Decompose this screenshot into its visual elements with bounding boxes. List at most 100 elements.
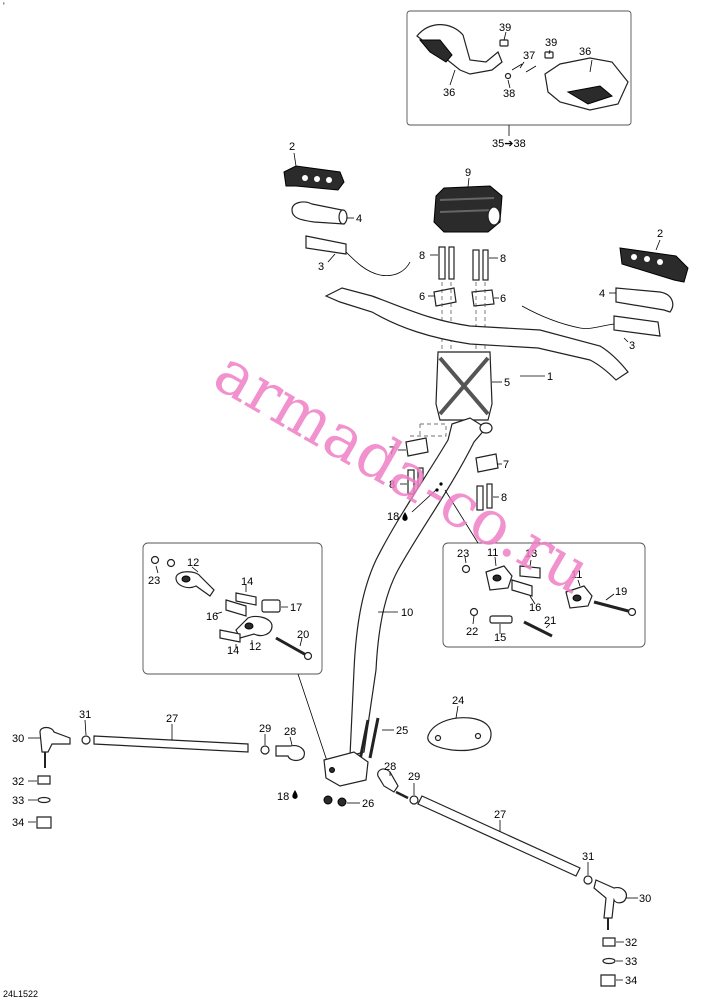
column-top-bushing: [479, 422, 493, 434]
leader-3a: [327, 253, 336, 263]
bushing-14-upper: [235, 592, 257, 606]
label-38: 38: [503, 88, 515, 100]
handlebar-pad-highlight: [439, 197, 495, 213]
label-33a: 33: [12, 795, 24, 807]
nut-23-left: [150, 555, 160, 565]
label-27b: 27: [494, 809, 506, 821]
steering-cover-24: [427, 717, 492, 752]
label-12a: 12: [187, 557, 199, 569]
label-2b: 2: [657, 228, 663, 240]
leader-2a: [293, 152, 297, 167]
cover-hole-1: [434, 734, 442, 742]
right-detail-leaders: [464, 556, 615, 634]
tie-rod-end-30-right: [593, 879, 627, 919]
cover-hole-2: [474, 732, 482, 740]
leader-24: [455, 705, 459, 719]
corner-mark: ': [3, 1, 5, 11]
handlebar: [324, 287, 629, 381]
label-17: 17: [290, 602, 302, 614]
left-grip-dot-2: [314, 176, 320, 182]
spacer-16: [225, 599, 247, 617]
rod-end-12-upper-eye: [181, 575, 191, 583]
left-heater-end: [338, 209, 348, 225]
left-detail-leaders: [155, 565, 303, 648]
label-37: 37: [523, 50, 535, 62]
clip-39-right: [544, 51, 554, 59]
label-30b: 30: [639, 893, 651, 905]
bolt-8-upper-1: [438, 246, 446, 280]
right-wiring-lead: [521, 305, 615, 329]
bolt-8-lower-3: [476, 485, 484, 511]
left-detail-frame: [142, 542, 323, 675]
label-24: 24: [452, 695, 464, 707]
jam-nut-29-left: [260, 745, 270, 755]
sleeve-17: [261, 599, 281, 613]
guard-leaders: [449, 31, 593, 89]
hand-guard-left-detail: [418, 39, 453, 63]
nut-22: [469, 607, 479, 617]
right-detail-frame: [442, 542, 646, 648]
label-23b: 23: [457, 548, 469, 560]
label-33b: 33: [625, 956, 637, 968]
grease-drop-18a: [402, 512, 408, 521]
label-2a: 2: [289, 141, 295, 153]
bolt-8-upper-2: [448, 246, 455, 280]
label-39a: 39: [499, 22, 511, 34]
lever-11-upper-eye: [492, 574, 502, 582]
leader-9: [467, 177, 470, 188]
riser-block-group: 5: [435, 351, 510, 421]
lower-clamp-dash-lines: [410, 423, 447, 437]
label-29b: 29: [408, 771, 420, 783]
label-18a: 18: [387, 511, 399, 523]
nut-34-left: [36, 816, 52, 829]
label-16b: 16: [529, 602, 541, 614]
grease-point-18a: [439, 482, 443, 486]
kit-range-label: 35➔38: [492, 138, 526, 150]
label-30a: 30: [12, 733, 24, 745]
label-1: 1: [547, 371, 553, 383]
drawing-code: 24L1522: [3, 989, 38, 999]
label-11b: 11: [571, 569, 582, 581]
label-4a: 4: [356, 213, 362, 225]
right-grip-dot-3: [657, 259, 663, 265]
nut-23-right: [461, 564, 471, 574]
tie-rod-27-right: [417, 795, 581, 877]
leader-3b: [623, 337, 629, 343]
label-3a: 3: [318, 261, 324, 273]
left-wiring-lead: [345, 251, 411, 277]
clamp-7-right: [475, 453, 499, 473]
lever-11-lower-eye: [572, 594, 582, 602]
label-21: 21: [544, 615, 556, 627]
label-28a: 28: [284, 726, 296, 738]
riser-block-cross: [438, 356, 490, 416]
left-grip-heater: [291, 201, 345, 225]
label-8b: 8: [500, 253, 506, 265]
bolt-8-lower-4: [486, 483, 493, 509]
right-detail-group: 23 11 13 11 16 19 21 22 15: [442, 489, 646, 648]
label-26: 26: [362, 798, 374, 810]
label-25: 25: [396, 725, 408, 737]
label-11a: 11: [487, 547, 498, 559]
right-grip: [619, 247, 689, 283]
leader-2b: [655, 239, 661, 251]
leader-31a: [84, 719, 87, 736]
label-20: 20: [297, 629, 309, 641]
left-detail-group: 23 12 14 17 16 20 14 12: [142, 542, 331, 771]
label-4b: 4: [599, 288, 605, 300]
label-12b: 12: [249, 641, 261, 653]
left-grip: [283, 165, 345, 191]
label-5: 5: [504, 377, 510, 389]
washer-33-left: [37, 796, 51, 804]
tie-rod-27-left: [93, 735, 249, 753]
spacer-16-right: [511, 579, 533, 597]
jam-nut-29-right: [409, 795, 419, 805]
left-tie-rod-group: 30 31 27 29 28 32 33 34: [12, 709, 305, 829]
right-grip-heater: [615, 287, 674, 313]
jam-nut-31-right: [583, 875, 593, 885]
label-7a: 7: [389, 445, 395, 457]
base-hole: [329, 767, 335, 773]
label-36a: 36: [443, 87, 455, 99]
bushing-13: [519, 565, 541, 579]
bolt-20: [275, 636, 309, 658]
label-16a: 16: [206, 611, 218, 623]
